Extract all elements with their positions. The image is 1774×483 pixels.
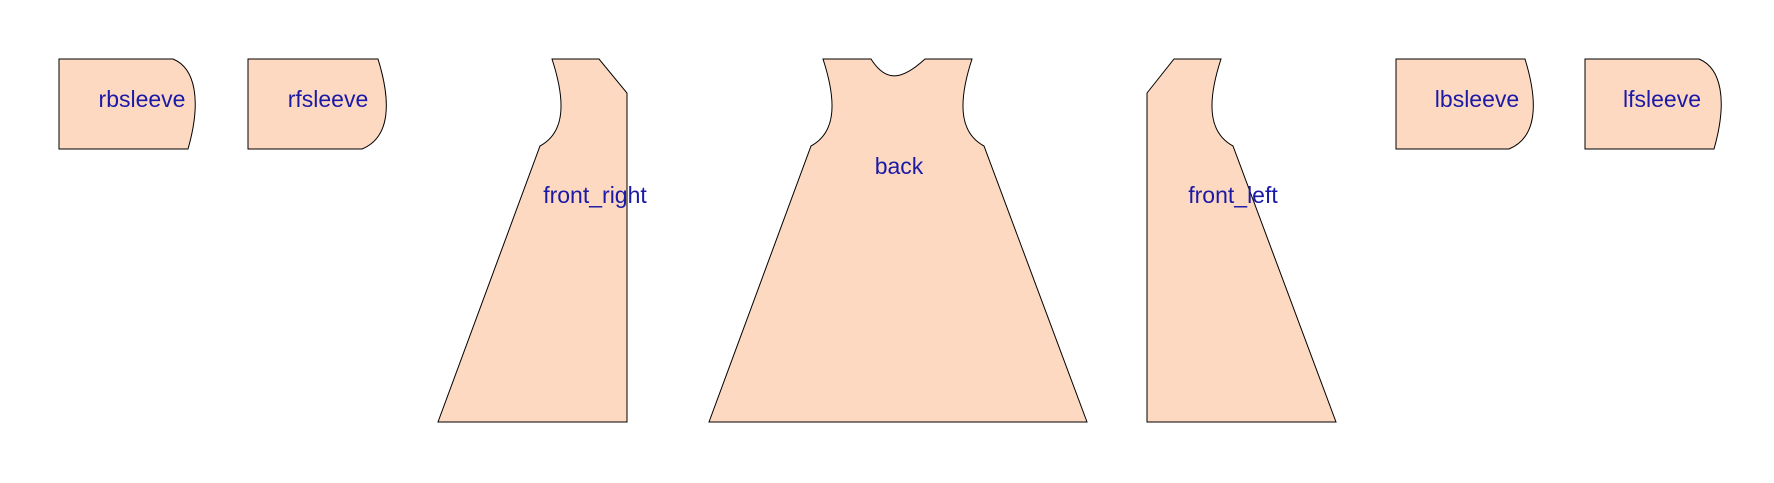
piece-front-right: front_right	[437, 58, 647, 423]
lfsleeve-label: lfsleeve	[1623, 86, 1701, 112]
lbsleeve-label: lbsleeve	[1435, 86, 1519, 112]
piece-rfsleeve: rfsleeve	[247, 58, 387, 150]
rfsleeve-shape	[247, 58, 387, 150]
front-right-shape	[437, 58, 628, 423]
front-left-shape	[1146, 58, 1337, 423]
back-shape	[708, 58, 1088, 423]
piece-front-left: front_left	[1146, 58, 1337, 423]
piece-lfsleeve: lfsleeve	[1584, 58, 1722, 150]
lfsleeve-shape	[1584, 58, 1722, 150]
rbsleeve-label: rbsleeve	[99, 86, 186, 112]
front-right-label: front_right	[543, 182, 647, 208]
piece-back: back	[708, 58, 1088, 423]
rbsleeve-shape	[58, 58, 196, 150]
piece-rbsleeve: rbsleeve	[58, 58, 196, 150]
rfsleeve-label: rfsleeve	[288, 86, 369, 112]
lbsleeve-shape	[1395, 58, 1534, 150]
back-label: back	[875, 153, 924, 179]
piece-lbsleeve: lbsleeve	[1395, 58, 1534, 150]
front-left-label: front_left	[1188, 182, 1278, 208]
